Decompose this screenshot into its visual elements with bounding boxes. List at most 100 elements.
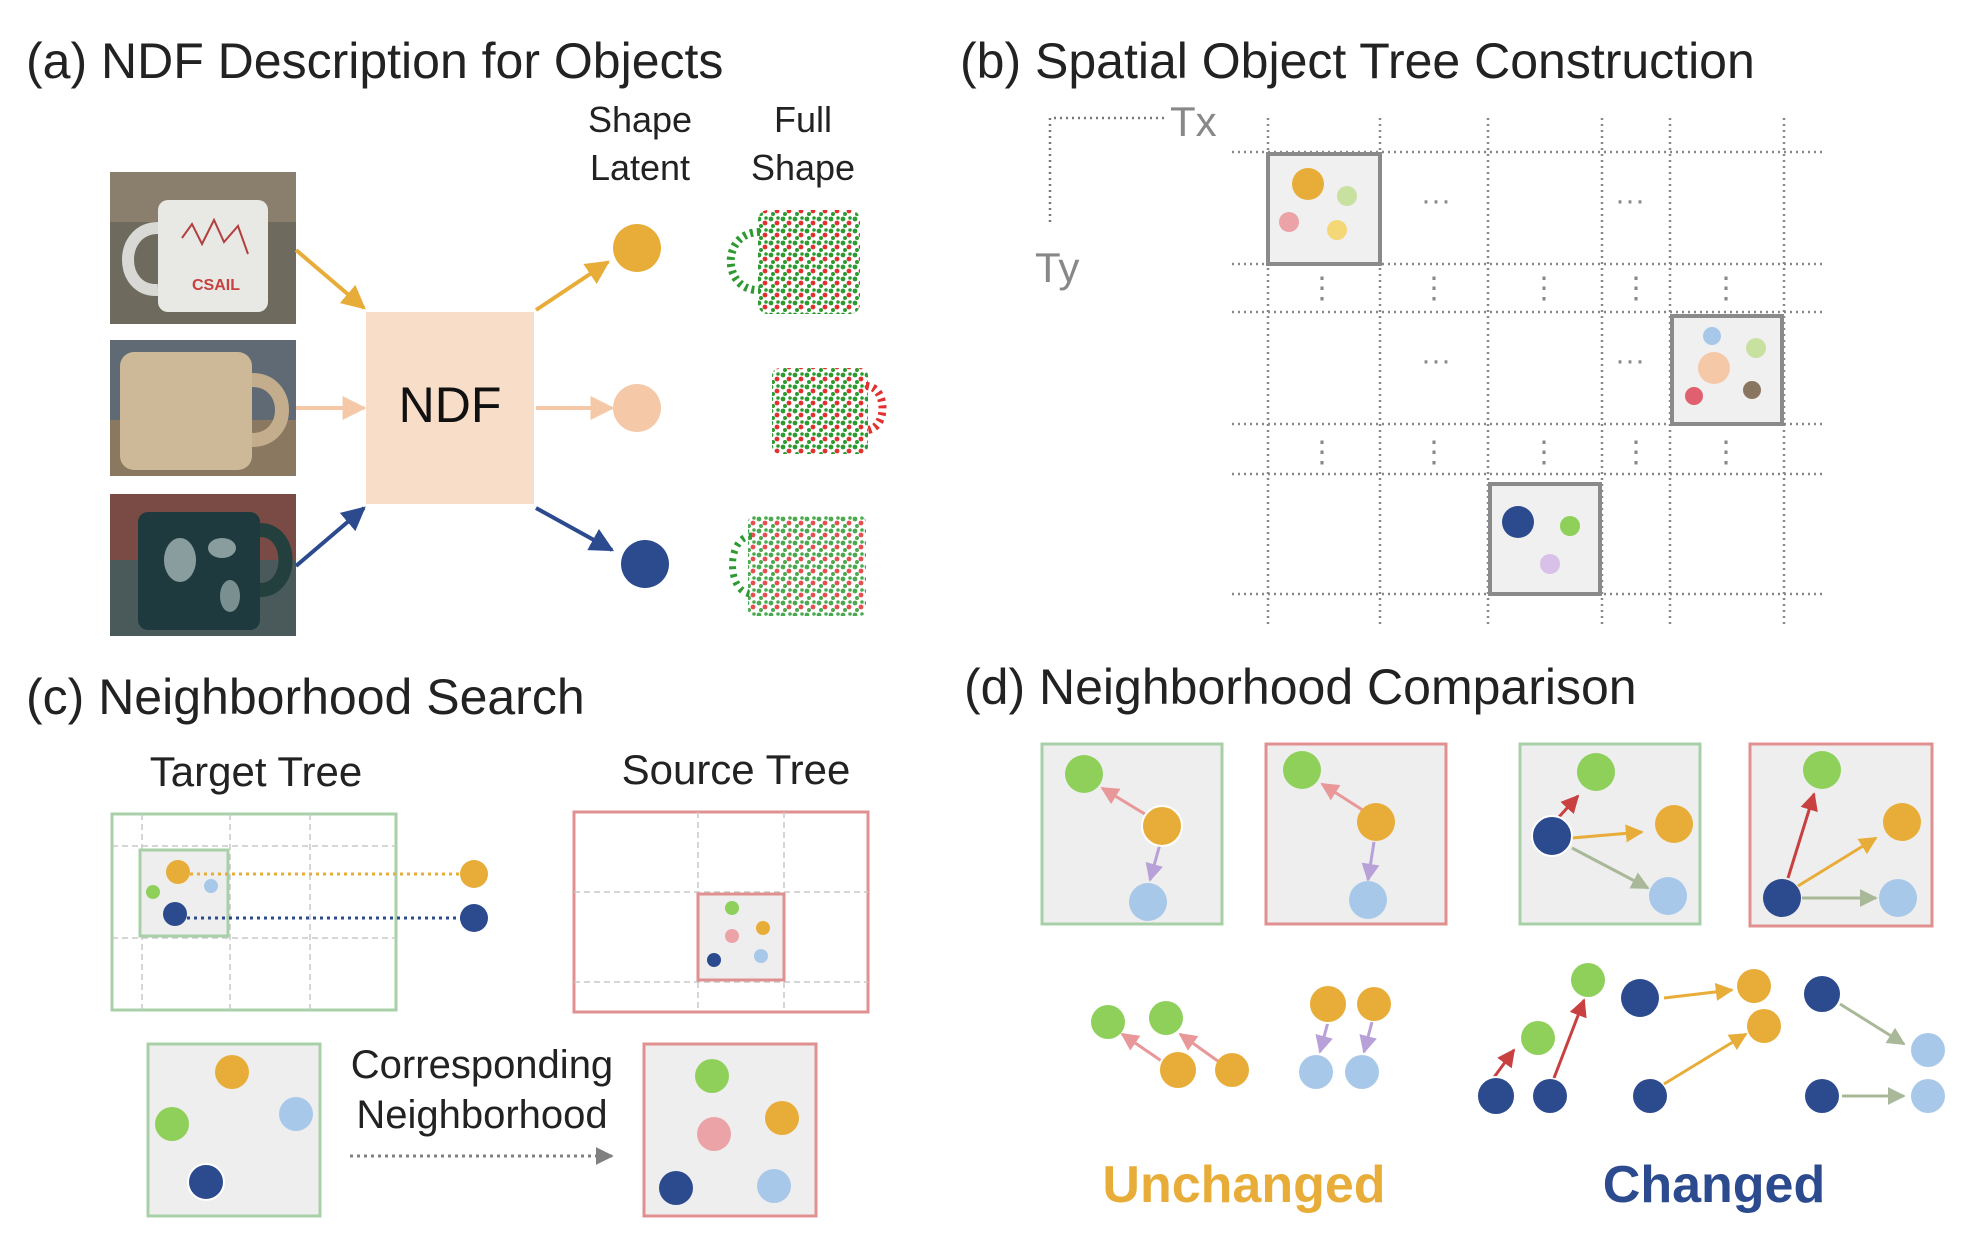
c-dot-lightblue-2 [1911, 1079, 1945, 1113]
tree-cell-3 [1488, 482, 1602, 596]
panel-a: (a) NDF Description for Objects Shape La… [26, 33, 887, 636]
cell2-dot-lightblue [1703, 327, 1721, 345]
c-dot-navy-3 [1621, 979, 1659, 1017]
panel-b: (b) Spatial Object Tree Construction Tx … [960, 33, 1824, 626]
u-dot-yellow-4 [1357, 987, 1391, 1021]
grid-ellipsis-h: ··· [1421, 344, 1451, 377]
changed-label: Changed [1603, 1156, 1825, 1214]
sn-dot-pink [697, 1117, 731, 1151]
source-dot-lightblue [754, 949, 768, 963]
b1-dot-green [1065, 755, 1103, 793]
target-dot-green [146, 885, 160, 899]
query-dot-yellow [460, 860, 488, 888]
b4-dot-green [1803, 751, 1841, 789]
c-dot-navy-2 [1533, 1079, 1567, 1113]
c-dot-navy-1 [1476, 1076, 1516, 1116]
c-dot-lightblue-1 [1911, 1033, 1945, 1067]
tx-label: Tx [1170, 98, 1217, 145]
ty-label: Ty [1035, 244, 1079, 291]
c-dot-navy-4 [1633, 1079, 1667, 1113]
target-tree-label: Target Tree [150, 748, 362, 795]
u-arrow-pink-2 [1178, 1032, 1223, 1066]
full-shape-pointcloud-2 [772, 368, 887, 454]
b3-dot-yellow [1655, 805, 1693, 843]
axis-corner [1048, 116, 1164, 222]
changed-pairs [1476, 963, 1945, 1116]
c-dot-yellow-1 [1737, 969, 1771, 1003]
full-shape-pointcloud-3 [729, 516, 866, 616]
c-dot-green-1 [1521, 1021, 1555, 1055]
output-arrow-yellow [534, 260, 610, 312]
cell2-dot-lightgreen [1746, 338, 1766, 358]
cell3-dot-lavender [1540, 554, 1560, 574]
ndf-label: NDF [399, 377, 502, 433]
dark-mug-photo [110, 494, 296, 636]
b3-arrow-sage [1571, 846, 1650, 890]
b3-dot-green [1577, 753, 1615, 791]
tn-dot-lightblue [279, 1097, 313, 1131]
grid-ellipsis-h: ··· [1615, 344, 1645, 377]
b4-arrow-yellow [1797, 836, 1878, 888]
u-dot-yellow-3 [1308, 984, 1348, 1024]
b3-dot-lightblue [1649, 877, 1687, 915]
u-dot-lightblue-1 [1299, 1055, 1333, 1089]
tree-cell-1 [1266, 152, 1382, 266]
grid-ellipsis-v: ⋮ [1307, 272, 1337, 305]
latent-dot-navy [621, 540, 669, 588]
tn-dot-yellow [215, 1055, 249, 1089]
cell2-dot-red [1685, 387, 1703, 405]
target-dot-yellow [166, 860, 190, 884]
grid-ellipsis-v: ⋮ [1711, 272, 1741, 305]
sn-dot-lightblue [757, 1169, 791, 1203]
cell1-dot-lightyellow [1327, 220, 1347, 240]
grid-ellipsis-v: ⋮ [1307, 436, 1337, 469]
full-shape-label-line1: Full [774, 99, 832, 140]
grid-ellipsis-h: ··· [1615, 184, 1645, 217]
grid-ellipsis-v: ⋮ [1711, 436, 1741, 469]
c-dot-navy-6 [1805, 1079, 1839, 1113]
b2-dot-green [1283, 751, 1321, 789]
cell3-dot-green [1560, 516, 1580, 536]
input-arrow-navy [294, 506, 366, 568]
source-dot-navy [707, 953, 721, 967]
grid-ellipsis-v: ⋮ [1529, 272, 1559, 305]
u-arrow-purple-1 [1315, 1021, 1333, 1054]
c-dot-yellow-2 [1747, 1009, 1781, 1043]
source-dot-yellow [756, 921, 770, 935]
tn-dot-navy [187, 1163, 225, 1201]
corresponding-label-line1: Corresponding [351, 1043, 613, 1087]
u-arrow-purple-2 [1359, 1021, 1377, 1054]
b3-dot-navy [1531, 815, 1573, 857]
latent-dot-yellow [613, 224, 661, 272]
b1-dot-yellow [1141, 805, 1183, 847]
cell1-dot-yellow [1292, 168, 1324, 200]
target-dot-navy [163, 902, 187, 926]
sn-dot-navy [659, 1171, 693, 1205]
u-dot-yellow-1 [1158, 1050, 1198, 1090]
grid-ellipsis-v: ⋮ [1529, 436, 1559, 469]
unchanged-label: Unchanged [1102, 1156, 1385, 1214]
b3-arrow-red [1556, 794, 1580, 820]
panel-a-title: (a) NDF Description for Objects [26, 33, 723, 89]
u-arrow-pink-1 [1120, 1032, 1167, 1066]
b2-dot-yellow [1357, 803, 1395, 841]
input-arrow-yellow [294, 248, 366, 310]
full-shape-label-line2: Shape [751, 147, 855, 188]
query-dot-navy [460, 904, 488, 932]
b1-dot-lightblue [1129, 883, 1167, 921]
grid-ellipsis-v: ⋮ [1419, 436, 1449, 469]
unchanged-pairs [1091, 984, 1391, 1090]
u-dot-lightblue-2 [1345, 1055, 1379, 1089]
b4-dot-yellow [1883, 803, 1921, 841]
sn-dot-yellow [765, 1101, 799, 1135]
cell1-dot-lightgreen [1337, 186, 1357, 206]
cell2-dot-peach [1698, 352, 1730, 384]
c-arrow-red-2 [1552, 998, 1587, 1079]
panel-c: (c) Neighborhood Search Target Tree Sour… [26, 669, 870, 1218]
b4-dot-lightblue [1879, 879, 1917, 917]
c-arrow-red-1 [1490, 1048, 1516, 1081]
latent-dot-peach [613, 384, 661, 432]
source-highlight-cell [696, 892, 786, 982]
grid-ellipsis-v: ⋮ [1621, 436, 1651, 469]
shape-latent-label-line2: Latent [590, 147, 690, 188]
